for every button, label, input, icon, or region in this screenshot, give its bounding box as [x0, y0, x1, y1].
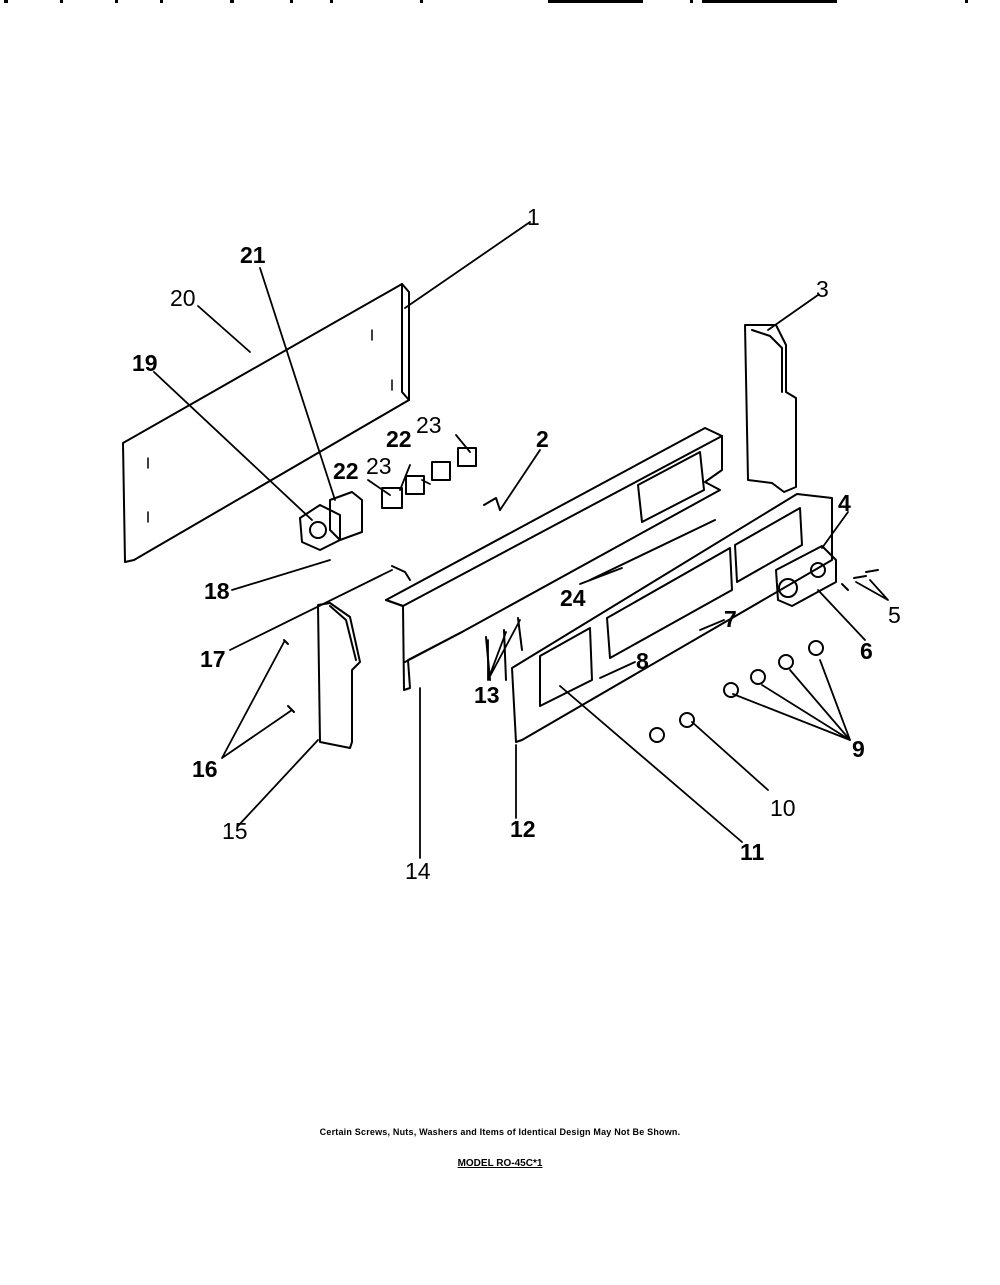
- callout-17: 17: [200, 646, 226, 672]
- push-switch: [329, 491, 363, 541]
- callout-3: 3: [816, 276, 829, 302]
- lamp-sockets: [381, 447, 477, 509]
- callout-22-right: 22: [386, 426, 412, 452]
- callout-20: 20: [170, 285, 196, 311]
- left-end-cap: [317, 602, 361, 749]
- callout-10: 10: [770, 795, 796, 821]
- callout-7: 7: [724, 606, 737, 632]
- callout-11: 11: [740, 839, 765, 865]
- backguard-body: [385, 427, 723, 691]
- callout-6: 6: [860, 638, 873, 664]
- footnote: Certain Screws, Nuts, Washers and Items …: [319, 1127, 681, 1137]
- callout-8: 8: [636, 648, 649, 674]
- top-edge-marks: [4, 0, 968, 3]
- callout-18: 18: [204, 578, 230, 604]
- callout-21: 21: [240, 242, 266, 268]
- small-hardware: [283, 497, 879, 713]
- callout-22-left: 22: [333, 458, 359, 484]
- right-end-cap: [744, 324, 797, 493]
- callout-1: 1: [527, 204, 540, 230]
- rotary-switch: [299, 504, 341, 551]
- clock-timer: [775, 545, 837, 607]
- callout-23-right: 23: [416, 412, 442, 438]
- callout-13: 13: [474, 682, 500, 708]
- callout-2: 2: [536, 426, 549, 452]
- callout-24: 24: [560, 585, 586, 611]
- callout-16: 16: [192, 756, 218, 782]
- callout-4: 4: [838, 490, 851, 516]
- model-number: MODEL RO-45C*1: [457, 1158, 543, 1169]
- callout-23-left: 23: [366, 453, 392, 479]
- control-panel: [511, 493, 833, 743]
- callout-14: 14: [405, 858, 431, 884]
- knobs: [649, 640, 824, 743]
- back-panel: [122, 283, 410, 563]
- callout-9: 9: [852, 736, 865, 762]
- callout-12: 12: [510, 816, 536, 842]
- callout-19: 19: [132, 350, 158, 376]
- leader-lines: [153, 221, 889, 859]
- callout-15: 15: [222, 818, 248, 844]
- callout-5: 5: [888, 602, 901, 628]
